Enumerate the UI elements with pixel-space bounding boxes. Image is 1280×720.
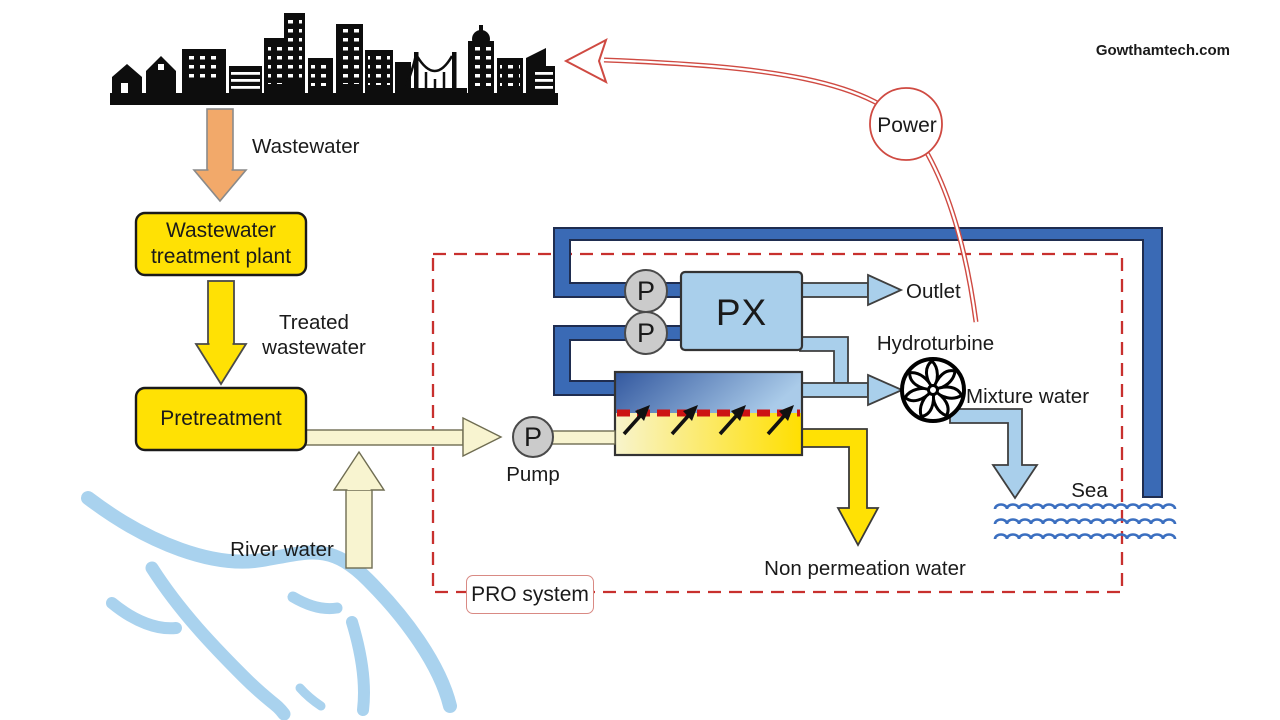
light-blue-pipes: [799, 273, 1039, 500]
power-node: [869, 87, 943, 161]
watermark: Gowthamtech.com: [1095, 42, 1230, 59]
outlet-arrowhead: [867, 273, 904, 307]
px-label: PX: [715, 292, 768, 333]
wwtp-box: [134, 211, 308, 277]
city-skyline-icon: [110, 13, 558, 105]
membrane-module: [613, 370, 804, 457]
osmosis-arrows: [622, 405, 794, 436]
hydroturbine-label: Hydroturbine: [876, 332, 995, 355]
non-permeation-pipe: [799, 428, 880, 547]
bridge-icon: [403, 51, 467, 93]
non-permeation-label: Non permeation water: [764, 557, 966, 580]
pump-label: Pump: [506, 463, 560, 486]
feed-pump-icon: [512, 416, 554, 458]
pump-circles: [512, 269, 668, 458]
mixture-water-label: Mixture water: [966, 385, 1090, 408]
power-arrowhead: [563, 37, 608, 85]
px-pump-2-symbol: P: [636, 318, 655, 348]
wastewater-label: Wastewater: [252, 135, 360, 158]
treated-wastewater-label: Treated wastewater: [262, 311, 366, 359]
pretreatment-label: Pretreatment: [160, 406, 282, 430]
feed-water-flow: [304, 416, 616, 569]
feed-pump-symbol: P: [523, 422, 542, 452]
outlet-label: Outlet: [906, 280, 961, 303]
wastewater-arrow: [192, 108, 248, 203]
turbine-out-pipe: [949, 408, 1039, 500]
treated-wastewater-arrow: [194, 280, 248, 386]
px-pump-1-symbol: P: [636, 276, 655, 306]
pro-system-boundary: [431, 252, 1124, 594]
pro-system-label: PRO system: [466, 575, 594, 614]
power-line: [563, 37, 979, 323]
sea-label: Sea: [1071, 479, 1108, 502]
power-label: Power: [877, 114, 937, 137]
river-water-label: River water: [230, 538, 334, 561]
pretreatment-out-pipe: [304, 429, 464, 446]
px-return-pipe: [799, 336, 849, 384]
px-pump-2-icon: [624, 311, 668, 355]
river-water-arrow: [332, 450, 386, 569]
membrane-out-pipe: [799, 382, 869, 398]
outlet-pipe: [799, 282, 869, 298]
turbine-feed-arrowhead: [867, 373, 905, 407]
pretreatment-box: [134, 386, 308, 452]
hydroturbine-icon: [900, 357, 966, 423]
river-illustration: [81, 491, 457, 720]
sea-waves: [993, 503, 1177, 540]
px-box: [679, 270, 804, 352]
wwtp-label: Wastewater treatment plant: [150, 218, 292, 268]
feed-arrowhead: [462, 416, 503, 458]
